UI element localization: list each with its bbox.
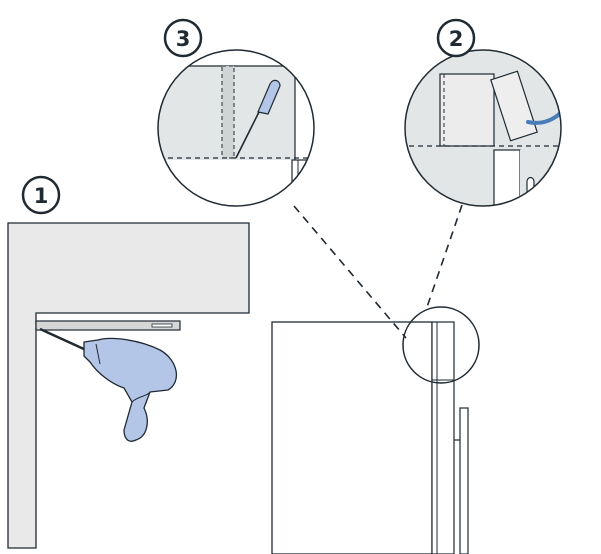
step-1-scene bbox=[7, 222, 250, 549]
step-badge-1: 1 bbox=[21, 175, 61, 215]
step-3-detail bbox=[157, 49, 315, 207]
cabinet-body bbox=[271, 306, 480, 554]
step-2-number: 2 bbox=[449, 27, 464, 51]
lift-arrow-icon bbox=[526, 96, 561, 125]
mounting-bracket bbox=[35, 320, 181, 331]
step-2-detail bbox=[404, 49, 562, 207]
door-handle bbox=[459, 407, 469, 554]
lifted-cover bbox=[490, 70, 538, 142]
wall-and-ceiling bbox=[7, 222, 250, 549]
step-badge-3: 3 bbox=[163, 18, 203, 58]
step-1-number: 1 bbox=[34, 184, 49, 208]
step-3-number: 3 bbox=[176, 27, 191, 51]
step-badge-2: 2 bbox=[436, 18, 476, 58]
detail-focus-circle bbox=[402, 306, 480, 384]
leader-lines bbox=[293, 204, 463, 339]
drill-icon bbox=[39, 327, 178, 442]
bracket-slot bbox=[151, 323, 173, 328]
screwdriver-icon bbox=[235, 79, 281, 159]
door-edge bbox=[431, 321, 455, 554]
